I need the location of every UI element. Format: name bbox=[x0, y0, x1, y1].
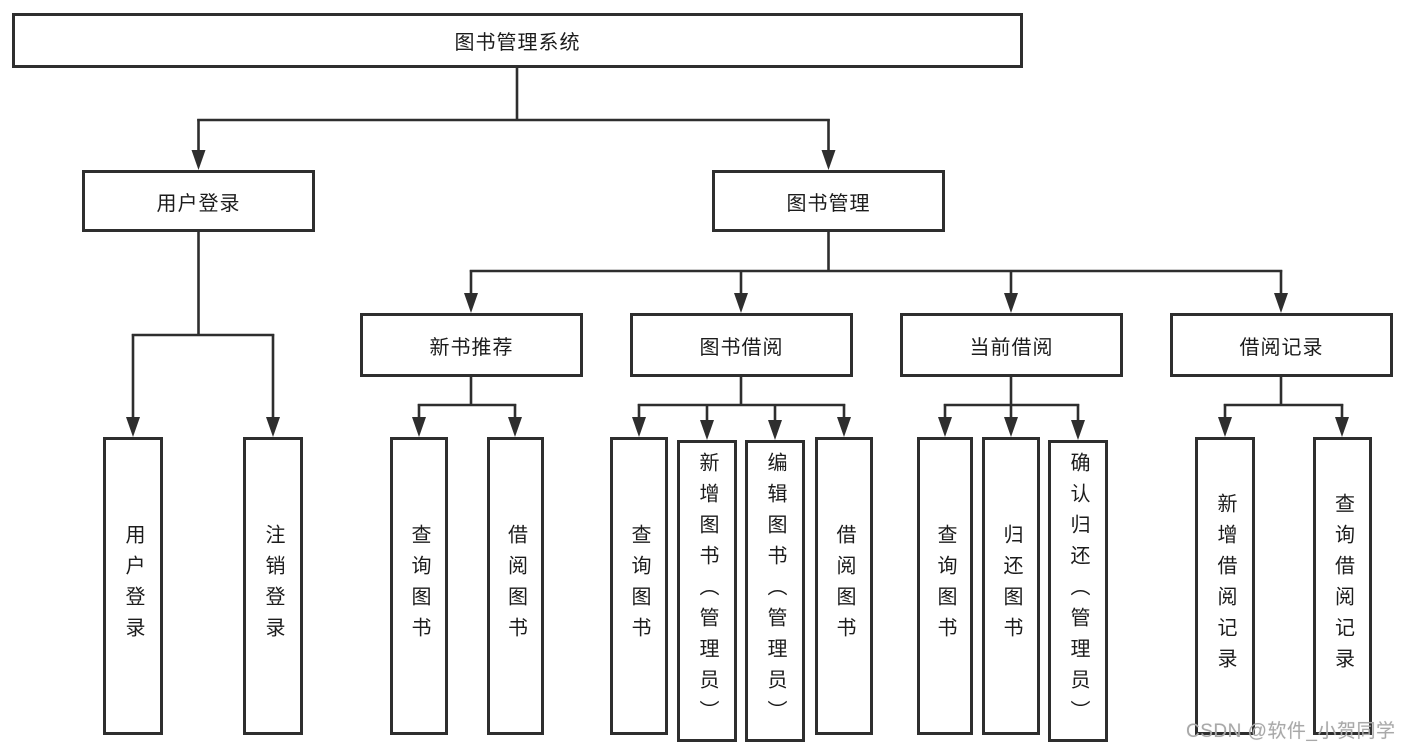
connector-root-to-level2 bbox=[191, 66, 836, 170]
leaf-label: 编辑图书（管理员） bbox=[764, 451, 786, 731]
connector-currentborrow-to-leaves bbox=[938, 376, 1085, 440]
leaf-label: 确认归还（管理员） bbox=[1067, 451, 1089, 731]
node-leaf-query-borrow-record: 查询借阅记录 bbox=[1313, 437, 1372, 735]
node-leaf-edit-book-admin: 编辑图书（管理员） bbox=[745, 440, 805, 742]
node-leaf-confirm-return-admin: 确认归还（管理员） bbox=[1048, 440, 1108, 742]
node-current-borrowing: 当前借阅 bbox=[900, 313, 1123, 377]
node-book-borrowing: 图书借阅 bbox=[630, 313, 853, 377]
leaf-label: 查询图书 bbox=[628, 524, 650, 648]
node-book-management: 图书管理 bbox=[712, 170, 945, 232]
connector-bookmgmt-to-level3 bbox=[464, 231, 1288, 313]
connector-userlogin-to-leaves bbox=[126, 231, 280, 437]
watermark-text: CSDN @软件_小贺同学 bbox=[1186, 721, 1396, 742]
leaf-label: 新增图书（管理员） bbox=[696, 451, 718, 731]
node-leaf-query-book-rec: 查询图书 bbox=[390, 437, 448, 735]
connector-borrowrecords-to-leaves bbox=[1218, 376, 1349, 437]
node-leaf-query-book-bb: 查询图书 bbox=[610, 437, 668, 735]
node-library-management-system: 图书管理系统 bbox=[12, 13, 1023, 68]
node-leaf-borrow-book-rec: 借阅图书 bbox=[487, 437, 544, 735]
leaf-label: 借阅图书 bbox=[833, 524, 855, 648]
node-leaf-return-book: 归还图书 bbox=[982, 437, 1040, 735]
leaf-label: 借阅图书 bbox=[504, 524, 527, 648]
connector-bookborrow-to-leaves bbox=[632, 376, 851, 440]
node-leaf-query-book-cb: 查询图书 bbox=[917, 437, 973, 735]
node-leaf-user-login: 用户登录 bbox=[103, 437, 163, 735]
node-leaf-logout: 注销登录 bbox=[243, 437, 303, 735]
connector-newbookrec-to-leaves bbox=[412, 376, 522, 437]
leaf-label: 归还图书 bbox=[1000, 524, 1022, 648]
leaf-label: 新增借阅记录 bbox=[1214, 493, 1236, 679]
node-leaf-borrow-book-bb: 借阅图书 bbox=[815, 437, 873, 735]
node-leaf-add-book-admin: 新增图书（管理员） bbox=[677, 440, 737, 742]
node-new-book-recommendation: 新书推荐 bbox=[360, 313, 583, 377]
leaf-label: 用户登录 bbox=[122, 524, 144, 648]
leaf-label: 查询图书 bbox=[934, 524, 956, 648]
leaf-label: 注销登录 bbox=[262, 524, 284, 648]
node-borrowing-records: 借阅记录 bbox=[1170, 313, 1393, 377]
node-user-login: 用户登录 bbox=[82, 170, 315, 232]
leaf-label: 查询图书 bbox=[408, 524, 430, 648]
node-leaf-add-borrow-record: 新增借阅记录 bbox=[1195, 437, 1255, 735]
leaf-label: 查询借阅记录 bbox=[1331, 493, 1354, 679]
